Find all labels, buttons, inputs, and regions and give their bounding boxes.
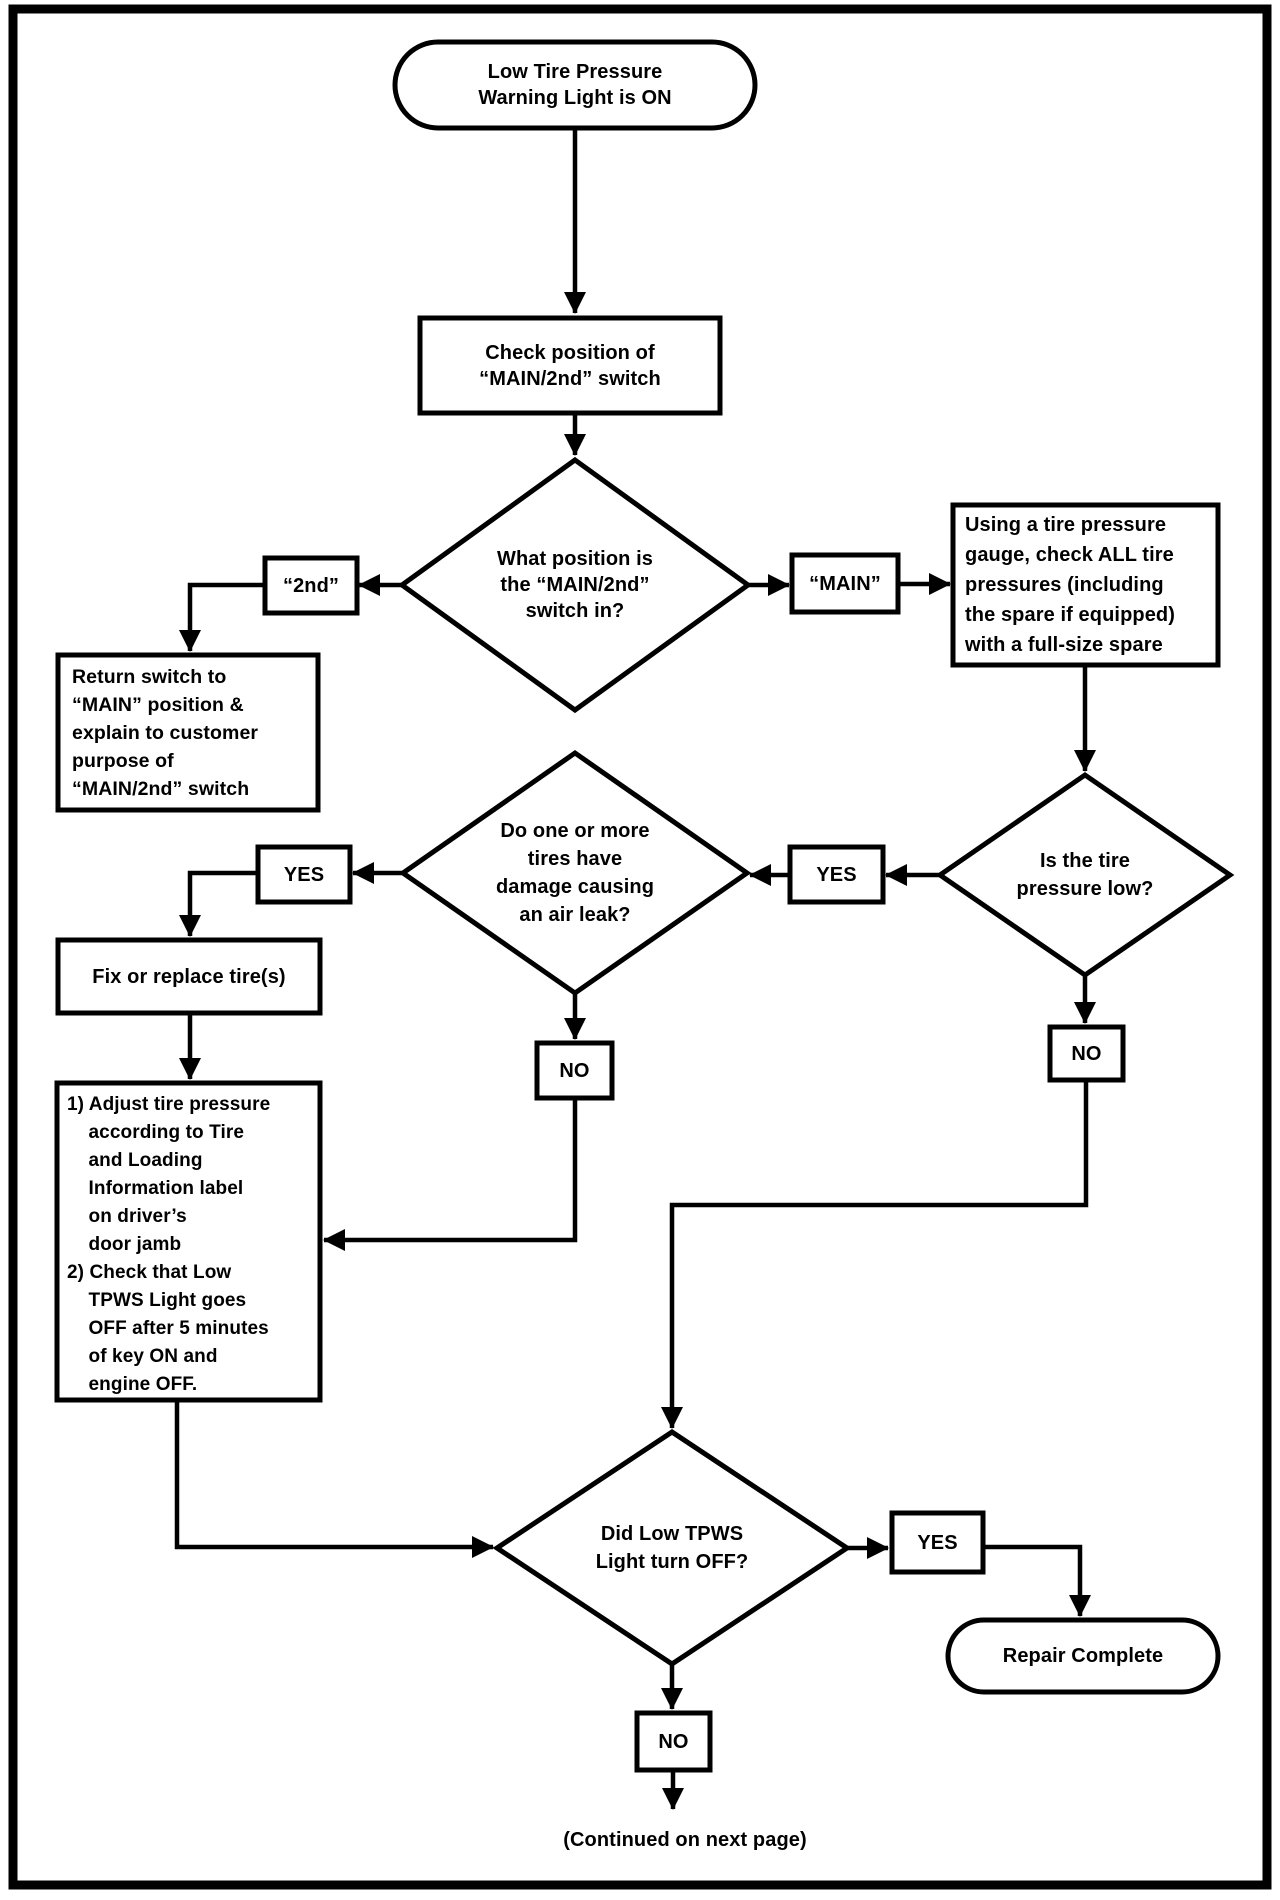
switch-position-question-label: What position is the “MAIN/2nd” switch i… [496,548,654,622]
yes-damage-box-shape [255,844,353,905]
light-off-question-label: Did Low TPWS Light turn OFF? [595,1523,749,1573]
node-shapes [54,39,1235,1773]
repair-complete-terminator-shape [945,1617,1221,1695]
branch-2nd-box-shape [262,555,360,616]
page-border [8,4,1272,1890]
no-pressure-label: NO [1071,1042,1102,1065]
yes-damage-label: YES [283,863,325,886]
fix-replace-label: Fix or replace tire(s) [92,965,286,988]
no-damage-label: NO [559,1059,590,1082]
connector-adjust-to-light-question [174,1400,494,1558]
adjust-check-box-shape [54,1080,323,1403]
check-switch-label: Check position of “MAIN/2nd” switch [479,341,661,390]
tire-damage-diamond-shape [398,749,752,997]
check-switch-box-shape [417,315,723,416]
no-pressure-box-shape [1047,1024,1126,1083]
yes-pressure-label: YES [816,863,857,886]
return-switch-label: Return switch to “MAIN” position & expla… [72,665,259,800]
connectors [174,128,1096,1810]
pressure-low-question-label: Is the tire pressure low? [1016,850,1154,900]
continued-note-label: (Continued on next page) [563,1829,807,1851]
no-light-label: NO [658,1730,689,1753]
light-off-diamond-shape [492,1429,852,1667]
tire-damage-question-label: Do one or more tires have damage causing… [495,820,655,926]
connector-yes-to-fix [179,870,258,937]
branch-main-label: “MAIN” [809,572,881,595]
yes-light-box-shape [889,1510,986,1575]
return-switch-box-shape [55,652,321,813]
branch-2nd-label: “2nd” [282,574,340,597]
no-damage-box-shape [534,1040,615,1101]
start-terminator-label: Low Tire Pressure Warning Light is ON [478,61,672,109]
connector-yes-to-repair [983,1544,1091,1617]
yes-light-label: YES [917,1531,958,1554]
connector-no-to-adjust [323,1098,578,1251]
connector-no-to-light-question [661,1080,1089,1429]
switch-position-diamond-shape [397,456,753,714]
adjust-check-label: 1) Adjust tire pressure according to Tir… [67,1094,271,1395]
pressure-low-diamond-shape [935,771,1235,979]
check-pressures-box-shape [950,502,1221,668]
check-pressures-label: Using a tire pressure gauge, check ALL t… [965,514,1176,656]
no-light-box-shape [634,1710,713,1773]
connector-2nd-to-return [179,582,265,652]
repair-complete-label: Repair Complete [1002,1645,1164,1667]
start-terminator-shape [392,39,758,131]
yes-pressure-box-shape [787,844,886,905]
fix-replace-box-shape [55,937,323,1016]
branch-main-box-shape [789,552,901,615]
